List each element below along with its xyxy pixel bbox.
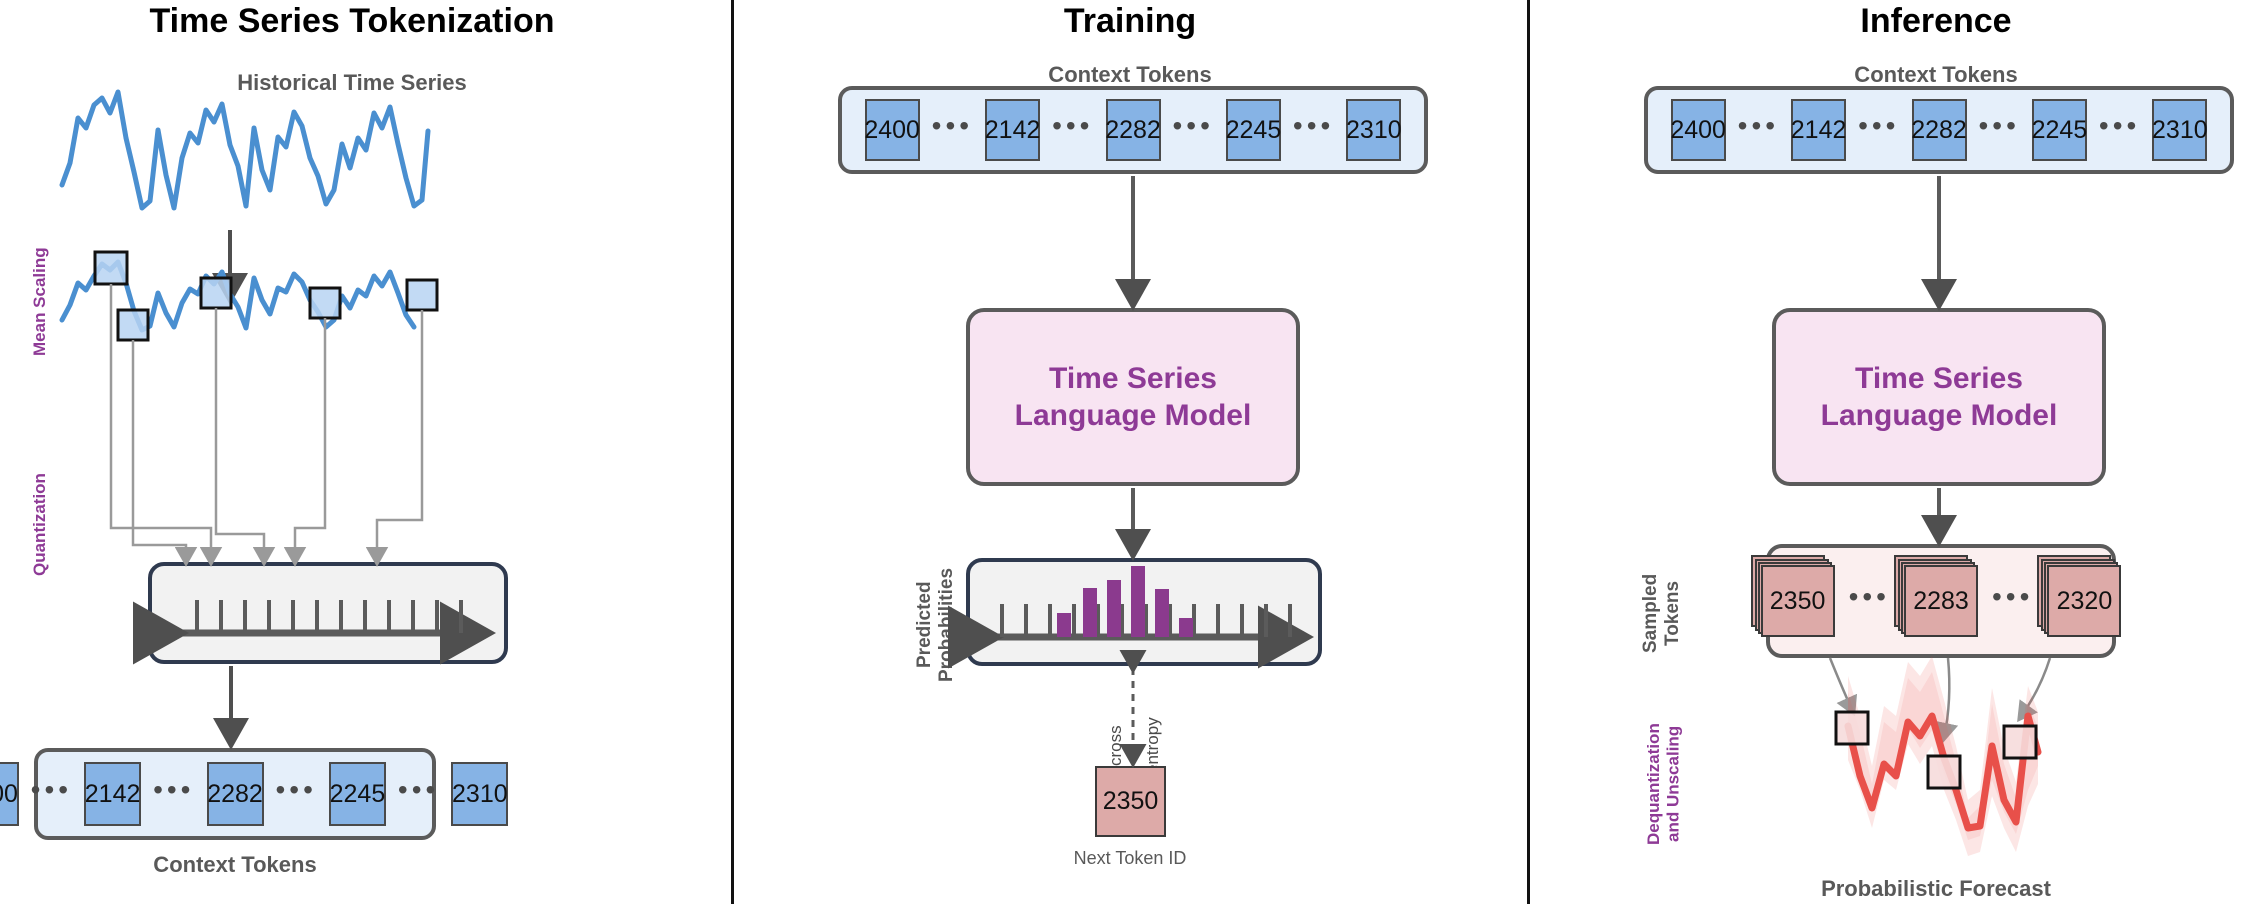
token-chip[interactable]: 2245 <box>328 762 386 826</box>
tokenization-context-token-bar: 2400 ••• 2142 ••• 2282 ••• 2245 ••• 2310 <box>0 748 509 840</box>
sampled-tokens-line1: Sampled <box>1640 573 1661 653</box>
token-chip[interactable]: 2142 <box>1791 99 1846 161</box>
sampled-token-stack: 2350 <box>1750 555 1835 637</box>
token-ellipsis: ••• <box>1052 110 1094 141</box>
token-row: 2400 ••• 2142 ••• 2282 ••• 2245 ••• 2310 <box>864 99 1402 161</box>
token-chip[interactable]: 2282 <box>1105 99 1161 161</box>
inference-context-token-bar: 2400 ••• 2142 ••• 2282 ••• 2245 ••• 2310 <box>1644 86 2234 174</box>
model-box-text: Time Series Language Model <box>1015 360 1252 435</box>
panel-title-tokenization: Time Series Tokenization <box>149 2 555 40</box>
token-chip[interactable]: 2310 <box>2152 99 2208 161</box>
training-context-tokens-label: Context Tokens <box>1048 62 1212 87</box>
token-ellipsis: ••• <box>1858 110 1900 141</box>
token-ellipsis: ••• <box>2098 110 2141 141</box>
dequant-line1: Dequantization <box>1644 723 1663 845</box>
token-chip[interactable]: 2310 <box>1346 99 1402 161</box>
model-box-line1: Time Series <box>1049 361 1217 395</box>
token-ellipsis: ••• <box>931 110 974 141</box>
sampled-token-row: 2350 ••• 2283 ••• 2320 <box>1750 555 2122 637</box>
forecast-highlight-boxes <box>1834 710 2038 790</box>
sampled-token-chip[interactable]: 2283 <box>1904 565 1978 637</box>
model-box-line2: Language Model <box>1820 399 2058 432</box>
sampled-token-chip[interactable]: 2350 <box>1760 565 1835 637</box>
token-ellipsis: ••• <box>1172 110 1214 141</box>
sampled-token-stack: 2283 <box>1894 555 1978 637</box>
quantization-highlight-boxes <box>93 250 439 342</box>
token-ellipsis: ••• <box>1292 110 1335 141</box>
model-box-line2: Language Model <box>1014 399 1252 432</box>
panel-divider-2 <box>1527 0 1530 904</box>
token-ellipsis: ••• <box>153 774 195 805</box>
token-ellipsis: ••• <box>275 774 317 805</box>
probabilistic-forecast-line <box>1844 712 2042 832</box>
historical-series-label: Historical Time Series <box>237 70 467 95</box>
tokenization-context-tokens-label: Context Tokens <box>153 852 317 877</box>
model-box-line1: Time Series <box>1855 361 2023 395</box>
token-chip[interactable]: 2310 <box>451 762 509 826</box>
panel-title-training: Training <box>1063 2 1197 40</box>
cross-entropy-label-right: entropy <box>1143 717 1162 774</box>
token-ellipsis: ••• <box>1978 110 2020 141</box>
inference-language-model-box: Time Series Language Model <box>1772 308 2106 486</box>
predicted-probabilities-label: Predicted Probabilities <box>914 545 958 705</box>
token-ellipsis: ••• <box>30 774 73 805</box>
dequantization-unscaling-label: Dequantization and Unscaling <box>1644 700 1683 868</box>
predicted-probabilities-line2: Probabilities <box>935 567 957 683</box>
token-chip[interactable]: 2400 <box>0 762 19 826</box>
quantization-bins-box <box>148 562 508 664</box>
sampled-token-ellipsis: ••• <box>1992 581 2034 612</box>
token-ellipsis: ••• <box>1737 110 1780 141</box>
panel-divider-1 <box>731 0 734 904</box>
token-chip[interactable]: 2400 <box>1670 99 1726 161</box>
token-chip[interactable]: 2245 <box>2032 99 2087 161</box>
cross-entropy-label-left: cross <box>1106 725 1125 766</box>
quantization-connectors <box>109 284 424 567</box>
probabilistic-forecast-label: Probabilistic Forecast <box>1821 876 2051 901</box>
panel-title-inference: Inference <box>1860 2 2012 40</box>
token-chip[interactable]: 2282 <box>1911 99 1967 161</box>
sampled-tokens-label: Sampled Tokens <box>1640 548 1684 678</box>
training-language-model-box: Time Series Language Model <box>966 308 1300 486</box>
token-chip[interactable]: 2142 <box>985 99 1040 161</box>
stage-label-quantization: Quantization <box>30 473 49 577</box>
predicted-probabilities-box <box>966 558 1322 666</box>
historical-time-series-chart <box>59 89 431 211</box>
predicted-probabilities-line1: Predicted <box>914 581 935 669</box>
token-row: 2400 ••• 2142 ••• 2282 ••• 2245 ••• 2310 <box>1670 99 2208 161</box>
forecast-uncertainty-band <box>1848 656 2038 856</box>
next-token-chip[interactable]: 2350 <box>1095 766 1166 837</box>
stage-label-mean-scaling: Mean Scaling <box>30 247 49 357</box>
model-box-text: Time Series Language Model <box>1821 360 2058 435</box>
token-chip[interactable]: 2282 <box>206 762 264 826</box>
token-chip[interactable]: 2142 <box>84 762 142 826</box>
inference-context-tokens-label: Context Tokens <box>1854 62 2018 87</box>
dequant-line2: and Unscaling <box>1663 725 1683 843</box>
sampled-tokens-box: 2350 ••• 2283 ••• 2320 <box>1750 544 2122 658</box>
token-chip[interactable]: 2245 <box>1226 99 1281 161</box>
sampled-token-ellipsis: ••• <box>1848 581 1890 612</box>
token-row: 2400 ••• 2142 ••• 2282 ••• 2245 ••• 2310 <box>0 762 509 826</box>
sampled-token-stack: 2320 <box>2037 555 2122 637</box>
sampled-tokens-line2: Tokens <box>1661 580 1683 646</box>
sampled-token-chip[interactable]: 2320 <box>2047 565 2122 637</box>
dequantization-connectors <box>1828 657 2052 743</box>
token-ellipsis: ••• <box>397 774 440 805</box>
next-token-caption: Next Token ID <box>1073 848 1187 868</box>
mean-scaled-series-chart <box>59 259 417 333</box>
training-context-token-bar: 2400 ••• 2142 ••• 2282 ••• 2245 ••• 2310 <box>838 86 1428 174</box>
token-chip[interactable]: 2400 <box>864 99 920 161</box>
